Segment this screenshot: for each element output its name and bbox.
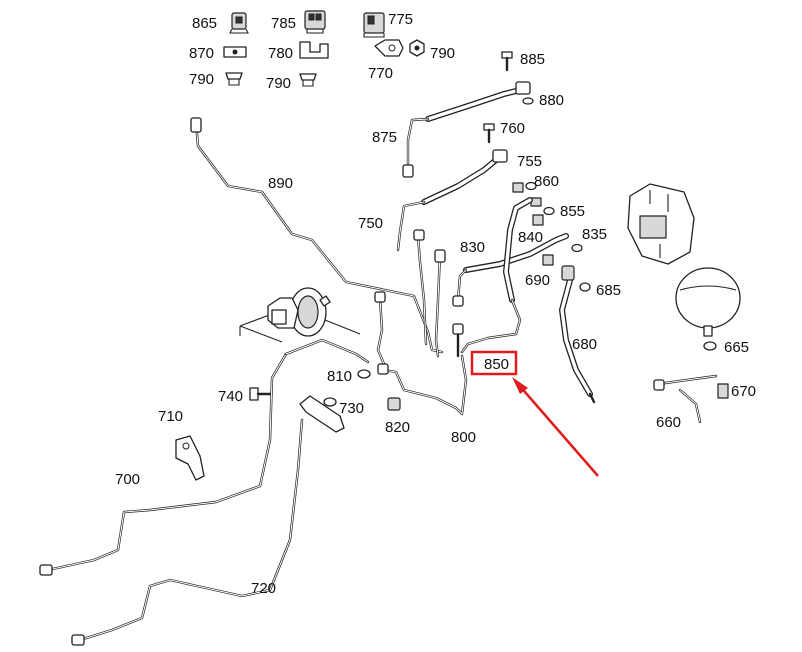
label-880: 880 <box>539 92 564 109</box>
label-670: 670 <box>731 383 756 400</box>
booster-unit <box>239 287 361 343</box>
fitting-670 <box>717 383 729 399</box>
label-680: 680 <box>572 336 597 353</box>
line-890 <box>190 117 444 354</box>
label-750: 750 <box>358 215 383 232</box>
label-780: 780 <box>268 45 293 62</box>
label-890: 890 <box>268 175 293 192</box>
label-855: 855 <box>560 203 585 220</box>
line-700 <box>39 338 370 576</box>
label-840: 840 <box>518 229 543 246</box>
label-730: 730 <box>339 400 364 417</box>
fitting-860 <box>512 181 537 193</box>
label-710: 710 <box>158 408 183 425</box>
label-700: 700 <box>115 471 140 488</box>
bracket-780 <box>299 41 329 59</box>
label-820: 820 <box>385 419 410 436</box>
valve-block <box>627 183 695 265</box>
label-885: 885 <box>520 51 545 68</box>
seal-685 <box>579 282 591 292</box>
label-755: 755 <box>517 153 542 170</box>
line-800 <box>377 354 468 416</box>
pipes-center <box>374 229 446 366</box>
label-660: 660 <box>656 414 681 431</box>
fitting-835 <box>571 243 583 253</box>
label-790-top: 790 <box>430 45 455 62</box>
bracket-870 <box>223 46 247 58</box>
fitting-855 <box>530 197 555 216</box>
bracket-730 <box>299 395 345 433</box>
bolt-740 <box>249 387 272 401</box>
label-690: 690 <box>525 272 550 289</box>
label-760: 760 <box>500 120 525 137</box>
label-810: 810 <box>327 368 352 385</box>
line-840 <box>503 197 533 303</box>
fitting-840 <box>532 214 544 226</box>
nut-790-top <box>409 39 425 57</box>
clip-865 <box>229 12 249 34</box>
fitting-690 <box>542 254 554 266</box>
seal-810 <box>357 369 371 379</box>
clip-785 <box>304 10 326 34</box>
label-770: 770 <box>368 65 393 82</box>
nut-790-left <box>225 72 243 86</box>
label-875: 875 <box>372 129 397 146</box>
nut-790-mid <box>299 73 317 87</box>
label-865: 865 <box>192 15 217 32</box>
seal-665 <box>703 341 717 351</box>
line-750 <box>396 149 508 252</box>
label-850: 850 <box>484 356 509 373</box>
fitting-820 <box>387 397 401 411</box>
line-875 <box>402 81 531 178</box>
clip-775 <box>363 12 385 38</box>
label-720: 720 <box>251 580 276 597</box>
pipe-660 <box>653 374 718 424</box>
washer-880 <box>522 97 534 105</box>
line-850 <box>452 298 522 358</box>
label-785: 785 <box>271 15 296 32</box>
label-790-left: 790 <box>189 71 214 88</box>
accumulator <box>675 267 741 337</box>
label-775: 775 <box>388 11 413 28</box>
line-720 <box>71 418 304 646</box>
label-835: 835 <box>582 226 607 243</box>
line-830 <box>452 233 569 307</box>
label-830: 830 <box>460 239 485 256</box>
highlight-arrow <box>512 377 599 477</box>
label-790-mid: 790 <box>266 75 291 92</box>
hose-680 <box>559 265 596 404</box>
label-685: 685 <box>596 282 621 299</box>
label-870: 870 <box>189 45 214 62</box>
label-740: 740 <box>218 388 243 405</box>
bolt-885 <box>501 51 513 72</box>
bracket-770 <box>374 39 404 57</box>
label-665: 665 <box>724 339 749 356</box>
label-800: 800 <box>451 429 476 446</box>
label-860: 860 <box>534 173 559 190</box>
bracket-710 <box>175 435 205 481</box>
bolt-760 <box>483 123 495 144</box>
highlight-box <box>470 350 518 376</box>
